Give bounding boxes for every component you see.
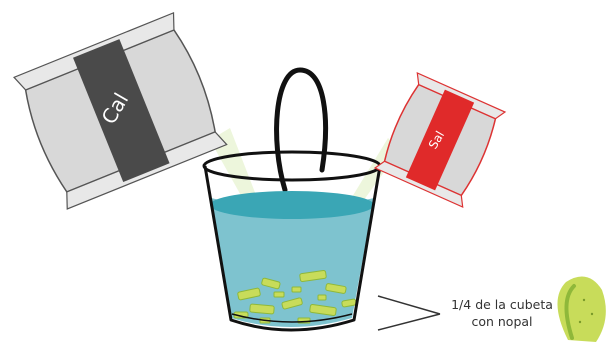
- water-surface: [210, 191, 374, 219]
- caption-bracket: [377, 295, 441, 331]
- cal-band: [73, 39, 170, 183]
- caption-line-2: con nopal: [471, 314, 533, 329]
- bucket-bottom-line: [231, 313, 353, 323]
- nopal-icon: [557, 276, 606, 342]
- cal-bag: [13, 12, 228, 210]
- sal-band: [405, 89, 475, 191]
- bucket-body: [203, 165, 382, 332]
- sal-bag: [373, 71, 507, 209]
- nopal-caption: 1/4 de la cubeta con nopal: [432, 296, 572, 330]
- bucket-handle: [274, 67, 328, 193]
- caption-line-1: 1/4 de la cubeta: [451, 297, 553, 312]
